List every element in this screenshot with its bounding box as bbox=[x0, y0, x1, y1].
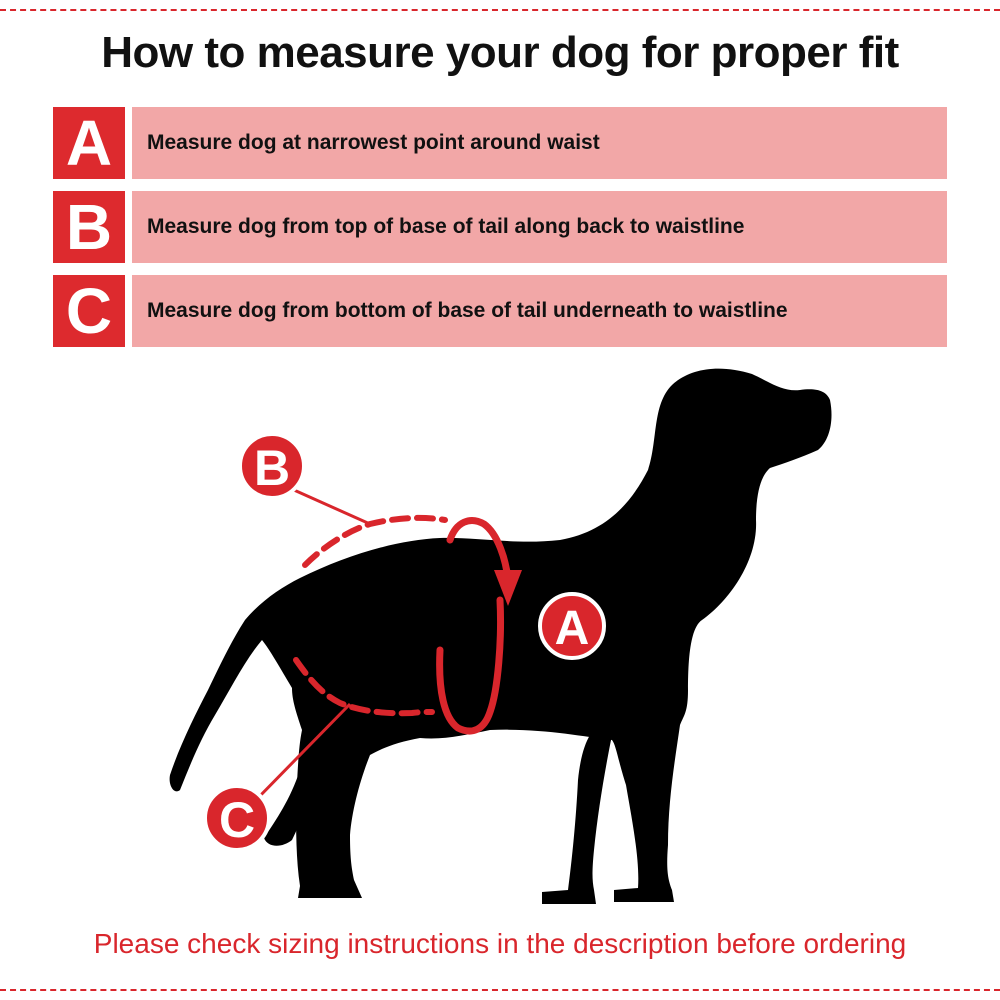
step-b-bar bbox=[132, 191, 947, 263]
step-a-row: A Measure dog at narrowest point around … bbox=[53, 107, 947, 179]
step-a-bar bbox=[132, 107, 947, 179]
marker-c-label: C bbox=[219, 792, 255, 848]
top-dashed-border bbox=[0, 9, 1000, 11]
step-c-letter-badge: C bbox=[53, 275, 125, 347]
step-a-letter-badge: A bbox=[53, 107, 125, 179]
measurement-steps: A Measure dog at narrowest point around … bbox=[53, 107, 947, 359]
marker-c: C bbox=[203, 784, 271, 852]
measurement-c-pointer bbox=[250, 702, 352, 806]
bottom-dashed-border bbox=[0, 989, 1000, 991]
measurement-a-arrowhead bbox=[494, 570, 522, 606]
marker-a-label: A bbox=[555, 602, 590, 655]
marker-b-label: B bbox=[254, 440, 290, 496]
step-c-row: C Measure dog from bottom of base of tai… bbox=[53, 275, 947, 347]
step-b-row: B Measure dog from top of base of tail a… bbox=[53, 191, 947, 263]
step-a-text: Measure dog at narrowest point around wa… bbox=[147, 131, 600, 154]
marker-a: A bbox=[538, 592, 606, 660]
measurement-a-loop bbox=[436, 517, 512, 735]
page-title: How to measure your dog for proper fit bbox=[101, 28, 899, 77]
step-c-bar bbox=[132, 275, 947, 347]
sizing-note: Please check sizing instructions in the … bbox=[93, 928, 907, 959]
measurement-c-dashed-line bbox=[293, 657, 435, 717]
step-c-text: Measure dog from bottom of base of tail … bbox=[147, 299, 788, 322]
step-b-text: Measure dog from top of base of tail alo… bbox=[147, 215, 745, 238]
dog-measurement-diagram: B A C bbox=[169, 368, 832, 904]
marker-b: B bbox=[238, 432, 306, 500]
step-b-letter-badge: B bbox=[53, 191, 125, 263]
measurement-b-pointer bbox=[284, 484, 371, 526]
